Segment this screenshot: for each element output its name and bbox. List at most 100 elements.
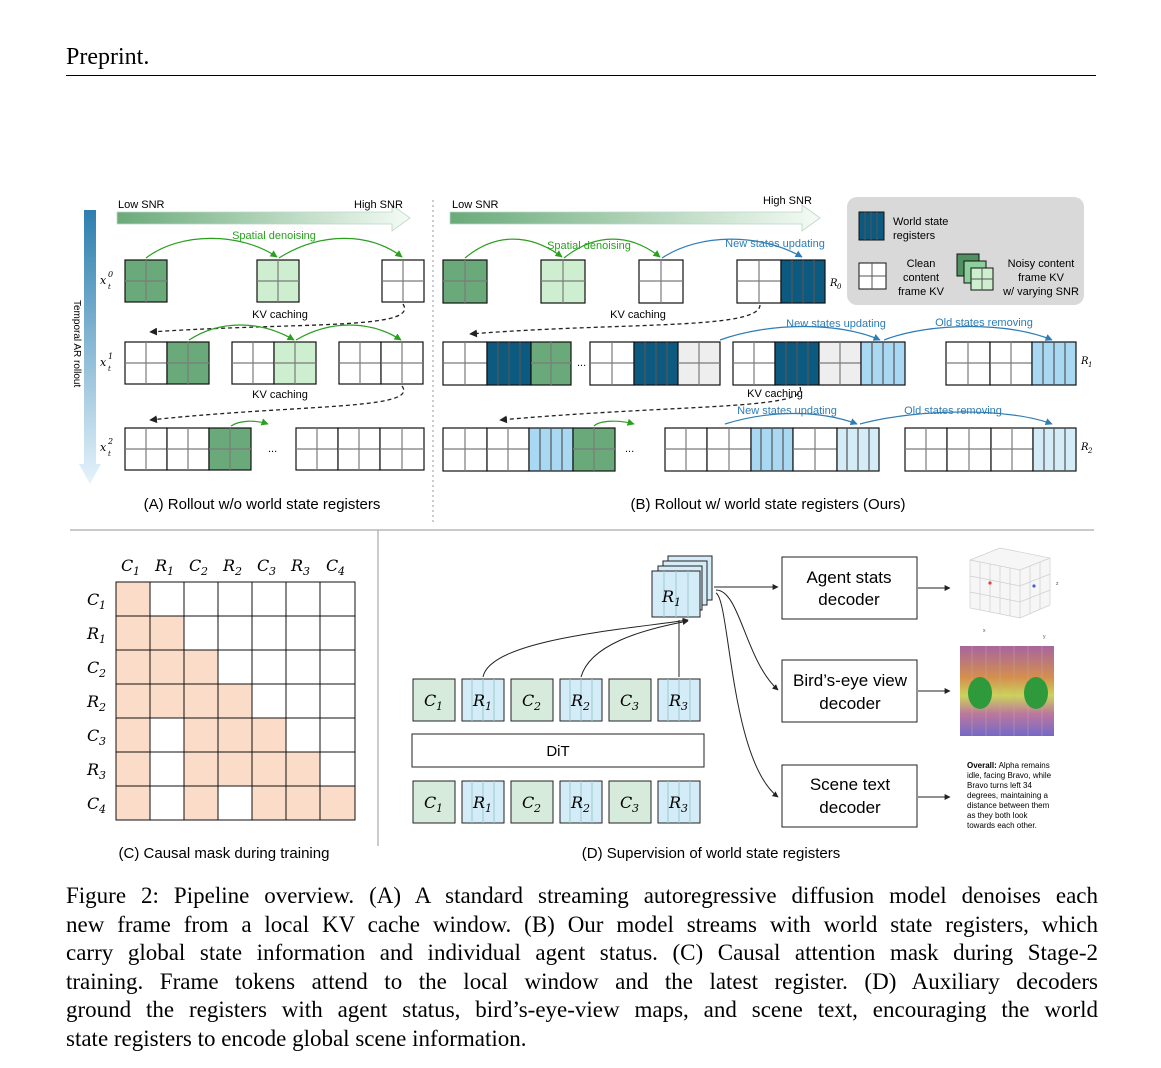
- svg-text:2: 2: [582, 802, 590, 815]
- svg-text:distance between them: distance between them: [967, 801, 1050, 810]
- page-header: Preprint.: [66, 44, 150, 70]
- kv-caching-label-b1: KV caching: [610, 309, 666, 321]
- svg-text:3: 3: [632, 700, 639, 713]
- bev-decoder-label: decoder: [819, 694, 881, 713]
- token-row-top: [412, 678, 701, 722]
- register-stack: [651, 555, 713, 618]
- register-input-arrow: [580, 619, 689, 678]
- frame: [256, 259, 300, 303]
- noisy-legend-icon: [956, 253, 994, 291]
- frame: [381, 259, 425, 303]
- kv-caching-label-b2: KV caching: [747, 388, 803, 400]
- svg-text:x: x: [100, 356, 107, 369]
- svg-text:2: 2: [234, 565, 242, 578]
- bev-decoder-label: Bird’s-eye view: [793, 671, 908, 690]
- spatial-denoising-arrow: [230, 418, 269, 427]
- svg-text:1: 1: [485, 700, 492, 713]
- decoder-arrow: [715, 589, 779, 691]
- svg-text:2: 2: [533, 700, 541, 713]
- dit-label: DiT: [546, 743, 569, 760]
- plot-tick-y: y: [1043, 634, 1046, 640]
- agent-stats-decoder-label: decoder: [818, 590, 880, 609]
- svg-text:1: 1: [436, 700, 443, 713]
- header-rule: [66, 75, 1096, 76]
- svg-text:2: 2: [1087, 447, 1093, 455]
- causal-mask-grid: [115, 581, 356, 821]
- svg-text:C: C: [87, 794, 99, 813]
- svg-text:R: R: [668, 793, 681, 812]
- kv-caching-arrow: [149, 303, 406, 336]
- snr-arrow-a: [116, 204, 411, 232]
- kv-caching-arrow: [499, 386, 802, 424]
- panel-d-caption: (D) Supervision of world state registers: [582, 845, 840, 862]
- r2-label: R 2: [1080, 442, 1093, 455]
- caption-line: training. Frame tokens attend to the loc…: [66, 968, 1098, 994]
- legend-clean-line2: content: [903, 272, 939, 284]
- new-states-arrow: [724, 412, 858, 426]
- svg-text:C: C: [257, 556, 269, 575]
- svg-text:0: 0: [108, 270, 113, 279]
- frame-group: [904, 427, 1077, 472]
- kv-caching-label-a1: KV caching: [252, 309, 308, 321]
- svg-text:C: C: [620, 691, 632, 710]
- svg-text:R: R: [829, 278, 838, 289]
- svg-text:x: x: [100, 274, 107, 287]
- dit-block: [411, 733, 705, 768]
- svg-text:2: 2: [98, 667, 106, 680]
- svg-text:R: R: [668, 691, 681, 710]
- clean-legend-icon: [858, 262, 887, 290]
- frame: [540, 259, 586, 304]
- svg-text:R: R: [86, 692, 99, 711]
- scene-text-decoder: [781, 764, 918, 828]
- caption-line: ground the registers with agent status, …: [66, 997, 1098, 1022]
- legend-clean-line1: Clean: [907, 258, 936, 270]
- new-states-arrow: [719, 325, 881, 341]
- ellipsis: ...: [625, 443, 634, 455]
- svg-text:C: C: [189, 556, 201, 575]
- legend-noisy-line2: frame KV: [1018, 272, 1065, 284]
- legend-world-state-line1: World state: [893, 216, 948, 228]
- caption-line: new frame from a local KV cache window. …: [66, 911, 1098, 937]
- svg-text:3: 3: [681, 802, 688, 815]
- frame-group: [442, 427, 616, 472]
- svg-text:R: R: [86, 760, 99, 779]
- kv-caching-label-a2: KV caching: [252, 389, 308, 401]
- svg-text:0: 0: [837, 283, 842, 291]
- r0-label: R 0: [829, 278, 842, 291]
- bev-map-thumbnail: [960, 646, 1054, 736]
- svg-text:R: R: [154, 556, 167, 575]
- bev-decoder: [781, 659, 918, 723]
- scene-text-decoder-label: decoder: [819, 798, 881, 817]
- figure-caption: Figure 2: Pipeline overview. (A) A stand…: [66, 882, 1098, 1053]
- svg-text:R: R: [570, 793, 583, 812]
- svg-text:C: C: [87, 590, 99, 609]
- kv-caching-arrow: [149, 385, 405, 424]
- svg-text:C: C: [522, 691, 534, 710]
- legend-noisy-line1: Noisy content: [1008, 258, 1075, 270]
- frame-group: [338, 341, 424, 385]
- decoder-arrow: [715, 592, 779, 798]
- frame-group: [732, 341, 906, 386]
- row-label-1: x 1 t: [100, 352, 113, 373]
- frame-group: [124, 427, 252, 471]
- frame-group: [664, 427, 880, 472]
- svg-text:C: C: [620, 793, 632, 812]
- panel-b: Low SNR High SNR World state registers C…: [442, 195, 1093, 513]
- new-states-label-b1: New states updating: [786, 318, 886, 330]
- scene-text-output: Overall: Alpha remains idle, facing Brav…: [967, 761, 1052, 830]
- row-label-0: x 0 t: [100, 270, 113, 291]
- svg-text:3: 3: [99, 735, 106, 748]
- frame: [442, 259, 488, 304]
- old-states-arrow: [883, 325, 1053, 341]
- svg-text:4: 4: [337, 565, 345, 578]
- r1-label: R 1: [1080, 356, 1092, 369]
- frame: [124, 259, 168, 303]
- frame: [638, 259, 684, 304]
- svg-text:C: C: [326, 556, 338, 575]
- frame-group: [295, 427, 425, 471]
- svg-text:R: R: [472, 691, 485, 710]
